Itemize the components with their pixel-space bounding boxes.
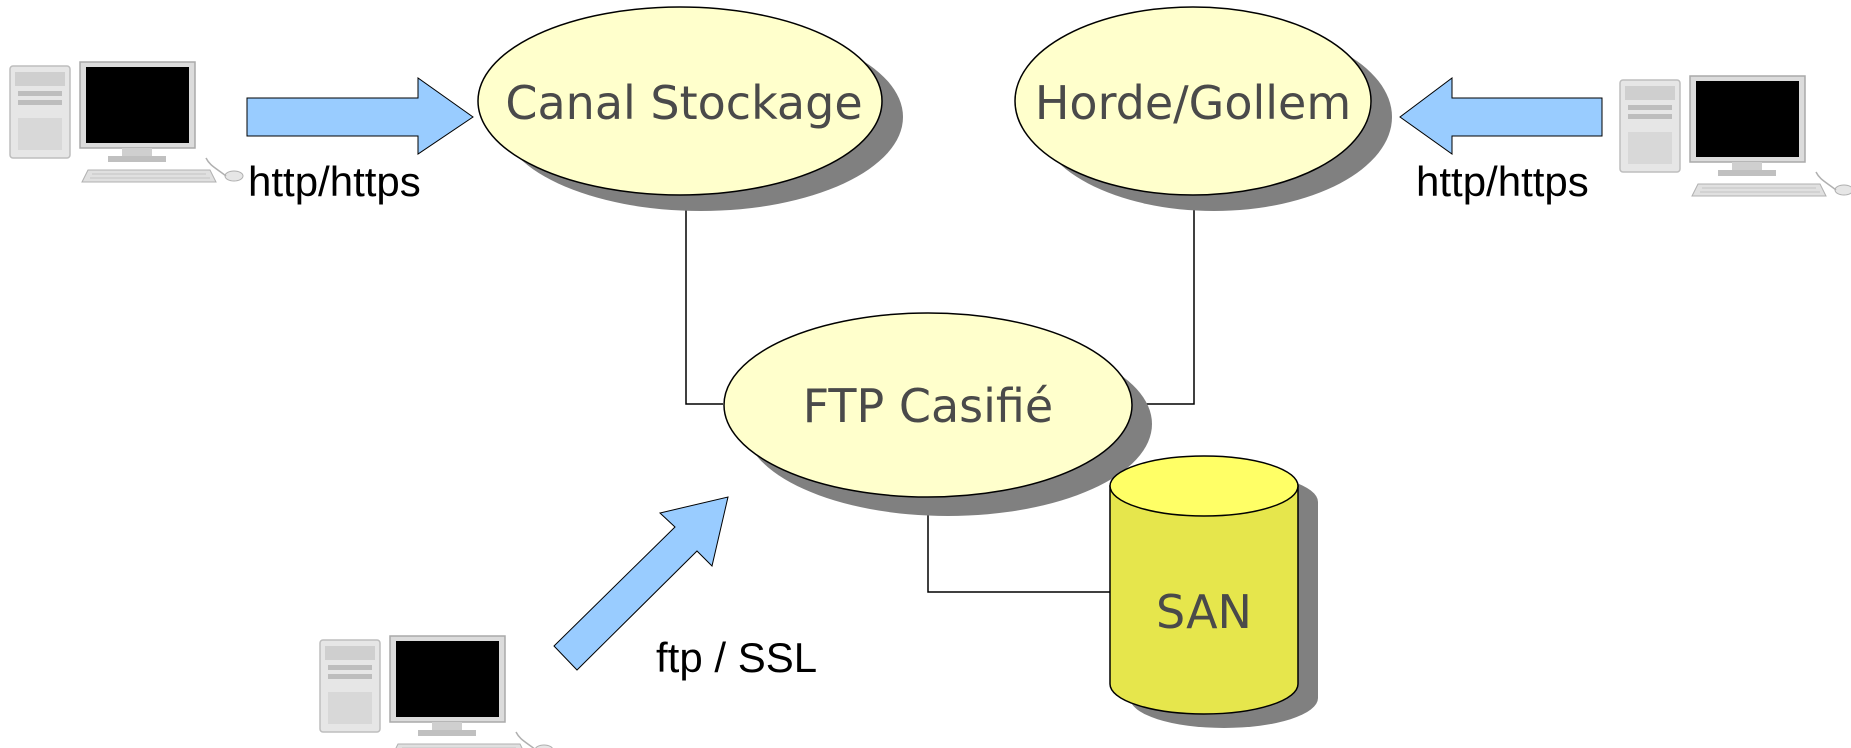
client-computer-bottom-icon — [319, 635, 554, 748]
node-ftp-casifie: FTP Casifié — [723, 312, 1152, 516]
node-san: SAN — [1109, 455, 1318, 728]
client-computer-left-icon — [9, 61, 244, 183]
node-horde-gollem-label: Horde/Gollem — [1035, 76, 1351, 130]
protocol-label-bottom: ftp / SSL — [656, 634, 817, 681]
node-horde-gollem: Horde/Gollem — [1014, 6, 1392, 211]
protocol-label-left: http/https — [248, 158, 421, 205]
node-canal-stockage: Canal Stockage — [477, 6, 903, 211]
node-ftp-casifie-label: FTP Casifié — [803, 379, 1053, 433]
node-canal-stockage-label: Canal Stockage — [505, 76, 862, 130]
arrow-left-client — [246, 77, 474, 155]
arrow-right-client — [1399, 77, 1603, 155]
link-horde-ftp — [1132, 191, 1195, 405]
link-canal-ftp — [685, 191, 723, 405]
arrow-bottom-client — [553, 496, 729, 671]
client-computer-right-icon — [1619, 75, 1851, 197]
node-san-label: SAN — [1156, 585, 1252, 639]
protocol-label-right: http/https — [1416, 158, 1589, 205]
